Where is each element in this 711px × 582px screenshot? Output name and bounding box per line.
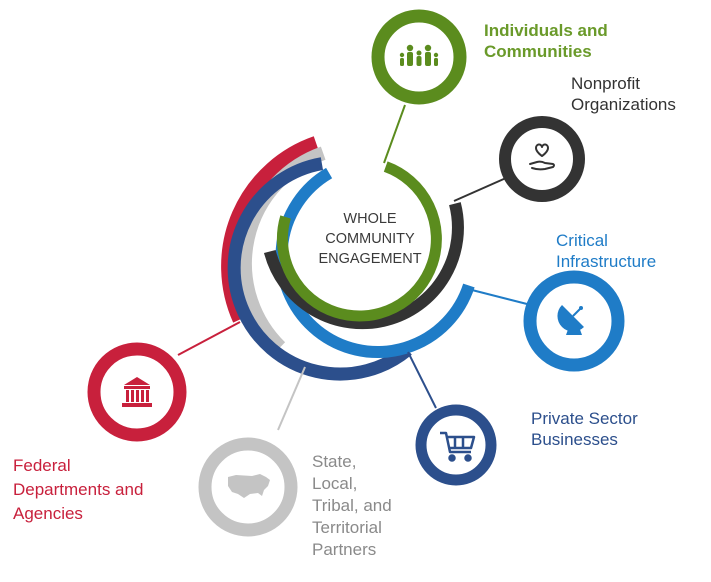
connector-state <box>277 366 306 431</box>
heart-in-hand-icon <box>529 143 555 171</box>
center-title-line: WHOLE <box>343 211 397 227</box>
label-private: Private Sector Businesses <box>531 408 638 450</box>
label-nonprofit: Nonprofit Organizations <box>571 73 676 115</box>
arc-nonprofit <box>263 202 464 330</box>
label-line: Local, <box>312 474 358 493</box>
arc-critical <box>275 167 475 358</box>
connector-private <box>407 351 437 409</box>
connector-federal <box>177 321 241 356</box>
shopping-cart-icon <box>440 431 476 462</box>
center-title-line: ENGAGEMENT <box>318 251 422 267</box>
label-individuals: Individuals and Communities <box>484 20 608 62</box>
family-icon <box>399 44 439 66</box>
node-nonprofit-ring <box>499 116 585 202</box>
label-line: Tribal, and <box>312 496 392 515</box>
center-title: WHOLE COMMUNITY ENGAGEMENT <box>290 209 450 269</box>
node-federal <box>87 342 187 442</box>
label-state: State, Local, Tribal, and Territorial Pa… <box>312 451 392 561</box>
label-line: Communities <box>484 42 592 61</box>
arc-private <box>227 157 412 381</box>
us-map-icon <box>228 474 270 498</box>
arc-individuals <box>276 161 442 322</box>
node-state <box>198 437 298 537</box>
label-line: Individuals and <box>484 21 608 40</box>
node-individuals <box>371 9 467 105</box>
node-critical <box>523 270 625 372</box>
label-line: Organizations <box>571 95 676 114</box>
label-line: State, <box>312 452 357 471</box>
center-arcs <box>221 136 475 381</box>
label-critical: Critical Infrastructure <box>556 230 656 272</box>
label-federal: Federal Departments and Agencies <box>13 454 143 526</box>
government-building-icon <box>122 377 152 407</box>
label-line: Federal <box>13 456 71 475</box>
label-line: Agencies <box>13 504 83 523</box>
label-line: Nonprofit <box>571 74 640 93</box>
satellite-dish-icon <box>557 305 584 335</box>
center-title-line: COMMUNITY <box>325 231 415 247</box>
label-line: Private Sector <box>531 409 638 428</box>
label-line: Territorial <box>312 518 382 537</box>
connector-critical <box>467 288 528 305</box>
node-private <box>415 404 497 486</box>
connector-nonprofit <box>453 177 507 202</box>
label-line: Departments and <box>13 480 144 499</box>
label-line: Critical <box>556 231 608 250</box>
connectors <box>177 104 528 431</box>
node-nonprofit <box>499 116 585 202</box>
connector-individuals <box>383 104 406 164</box>
label-line: Partners <box>312 540 377 559</box>
label-line: Businesses <box>531 430 618 449</box>
label-line: Infrastructure <box>556 252 657 271</box>
